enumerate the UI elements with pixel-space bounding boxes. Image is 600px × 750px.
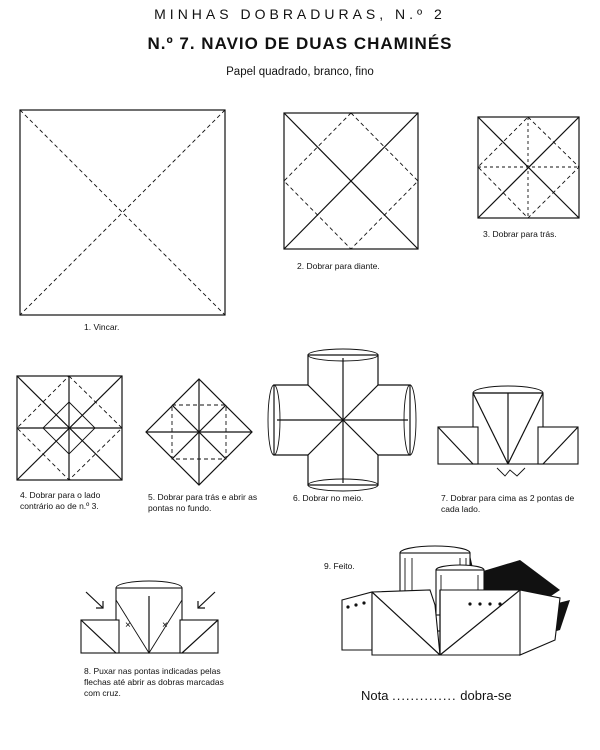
svg-text:×: × [125, 620, 131, 631]
fold-note: Nota .............. dobra-se [361, 688, 512, 703]
step-6-figure [267, 348, 417, 492]
step-3-figure [477, 116, 580, 219]
note-label: Nota [361, 688, 389, 703]
step-8-figure: × × [80, 580, 219, 654]
step-5-figure [145, 378, 253, 486]
note-leader: .............. [392, 688, 457, 703]
step-3-caption: 3. Dobrar para trás. [483, 229, 557, 239]
page-title: N.º 7. NAVIO DE DUAS CHAMINÉS [147, 34, 453, 53]
step-1-caption: 1. Vincar. [84, 322, 120, 332]
step-8-caption: 8. Puxar nas pontas indicadas pelas flec… [84, 666, 224, 698]
step-5-caption: 5. Dobrar para trás e abrir as pontas no… [148, 492, 258, 513]
step-4-figure [16, 375, 123, 481]
step-1-figure [19, 109, 226, 316]
step-6-caption: 6. Dobrar no meio. [293, 493, 364, 503]
step-9-caption: 9. Feito. [324, 561, 355, 571]
svg-text:×: × [162, 620, 168, 631]
series-title: MINHAS DOBRADURAS, N.º 2 [154, 6, 446, 22]
step-9-figure [341, 545, 570, 656]
step-2-figure [283, 112, 419, 250]
step-4-caption: 4. Dobrar para o lado contrário ao de n.… [20, 490, 101, 511]
step-7-figure [437, 385, 579, 477]
note-text: dobra-se [460, 688, 512, 703]
step-2-caption: 2. Dobrar para diante. [297, 261, 380, 271]
step-7-caption: 7. Dobrar para cima as 2 pontas de cada … [441, 493, 575, 514]
paper-spec: Papel quadrado, branco, fino [226, 66, 374, 78]
